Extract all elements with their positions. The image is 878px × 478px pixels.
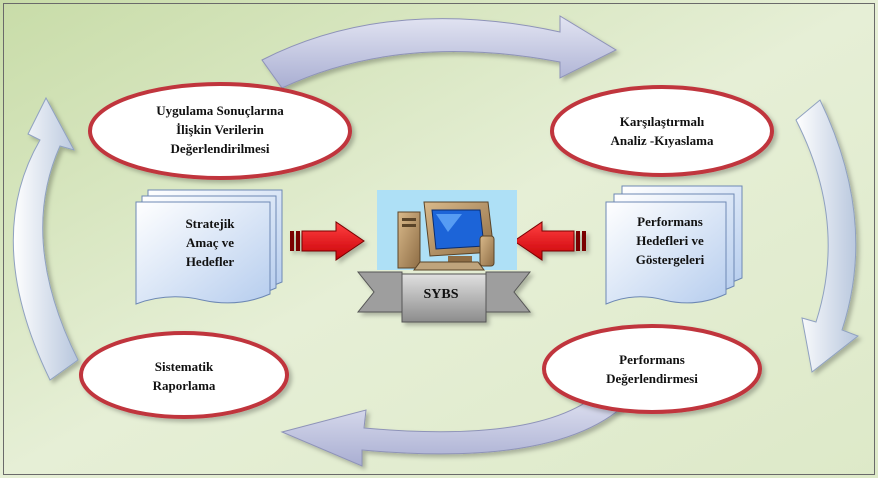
computer-icon (377, 190, 517, 271)
cycle-arrow-bottom (280, 391, 629, 467)
inward-arrow-right (513, 221, 586, 261)
node-ellipse-top-left (88, 82, 352, 180)
document-stack-right (605, 185, 743, 305)
sybs-label: SYBS (423, 287, 459, 302)
cycle-arrow-left (12, 96, 79, 381)
document-stack-left (135, 189, 283, 305)
document-label-line: Hedefleri ve (636, 233, 704, 248)
node-label-line: Raporlama (152, 378, 216, 393)
cycle-arrow-right (795, 99, 860, 373)
document-label-line: Amaç ve (185, 235, 234, 250)
node-label-line: Değerlendirilmesi (170, 141, 270, 156)
inward-arrow-left (290, 221, 365, 261)
node-label-line: Performans (619, 352, 685, 367)
cycle-arrow-top (261, 15, 618, 89)
document-label-left: Stratejik Amaç ve Hedefler (145, 214, 275, 271)
frame-border (3, 3, 875, 475)
document-label-line: Stratejik (185, 216, 235, 231)
node-label-line: İlişkin Verilerin (176, 122, 264, 137)
node-ellipse-top-right (550, 85, 774, 177)
node-label-line: Uygulama Sonuçlarına (156, 103, 284, 118)
node-label-top-right: Karşılaştırmalı Analiz -Kıyaslama (572, 112, 752, 150)
node-ellipse-bottom-left (79, 331, 289, 419)
node-label-bottom-left: Sistematik Raporlama (104, 357, 264, 395)
node-label-bottom-right: Performans Değerlendirmesi (572, 350, 732, 388)
node-label-line: Değerlendirmesi (606, 371, 698, 386)
node-label-top-left: Uygulama Sonuçlarına İlişkin Verilerin D… (120, 101, 320, 158)
node-label-line: Sistematik (154, 359, 214, 374)
node-ellipse-bottom-right (542, 324, 762, 414)
document-label-right: Performans Hedefleri ve Göstergeleri (606, 212, 734, 269)
sybs-banner (356, 271, 532, 323)
document-label-line: Göstergeleri (635, 252, 705, 267)
node-label-line: Karşılaştırmalı (619, 114, 705, 129)
node-label-line: Analiz -Kıyaslama (610, 133, 714, 148)
document-label-line: Performans (637, 214, 703, 229)
document-label-line: Hedefler (185, 254, 235, 269)
